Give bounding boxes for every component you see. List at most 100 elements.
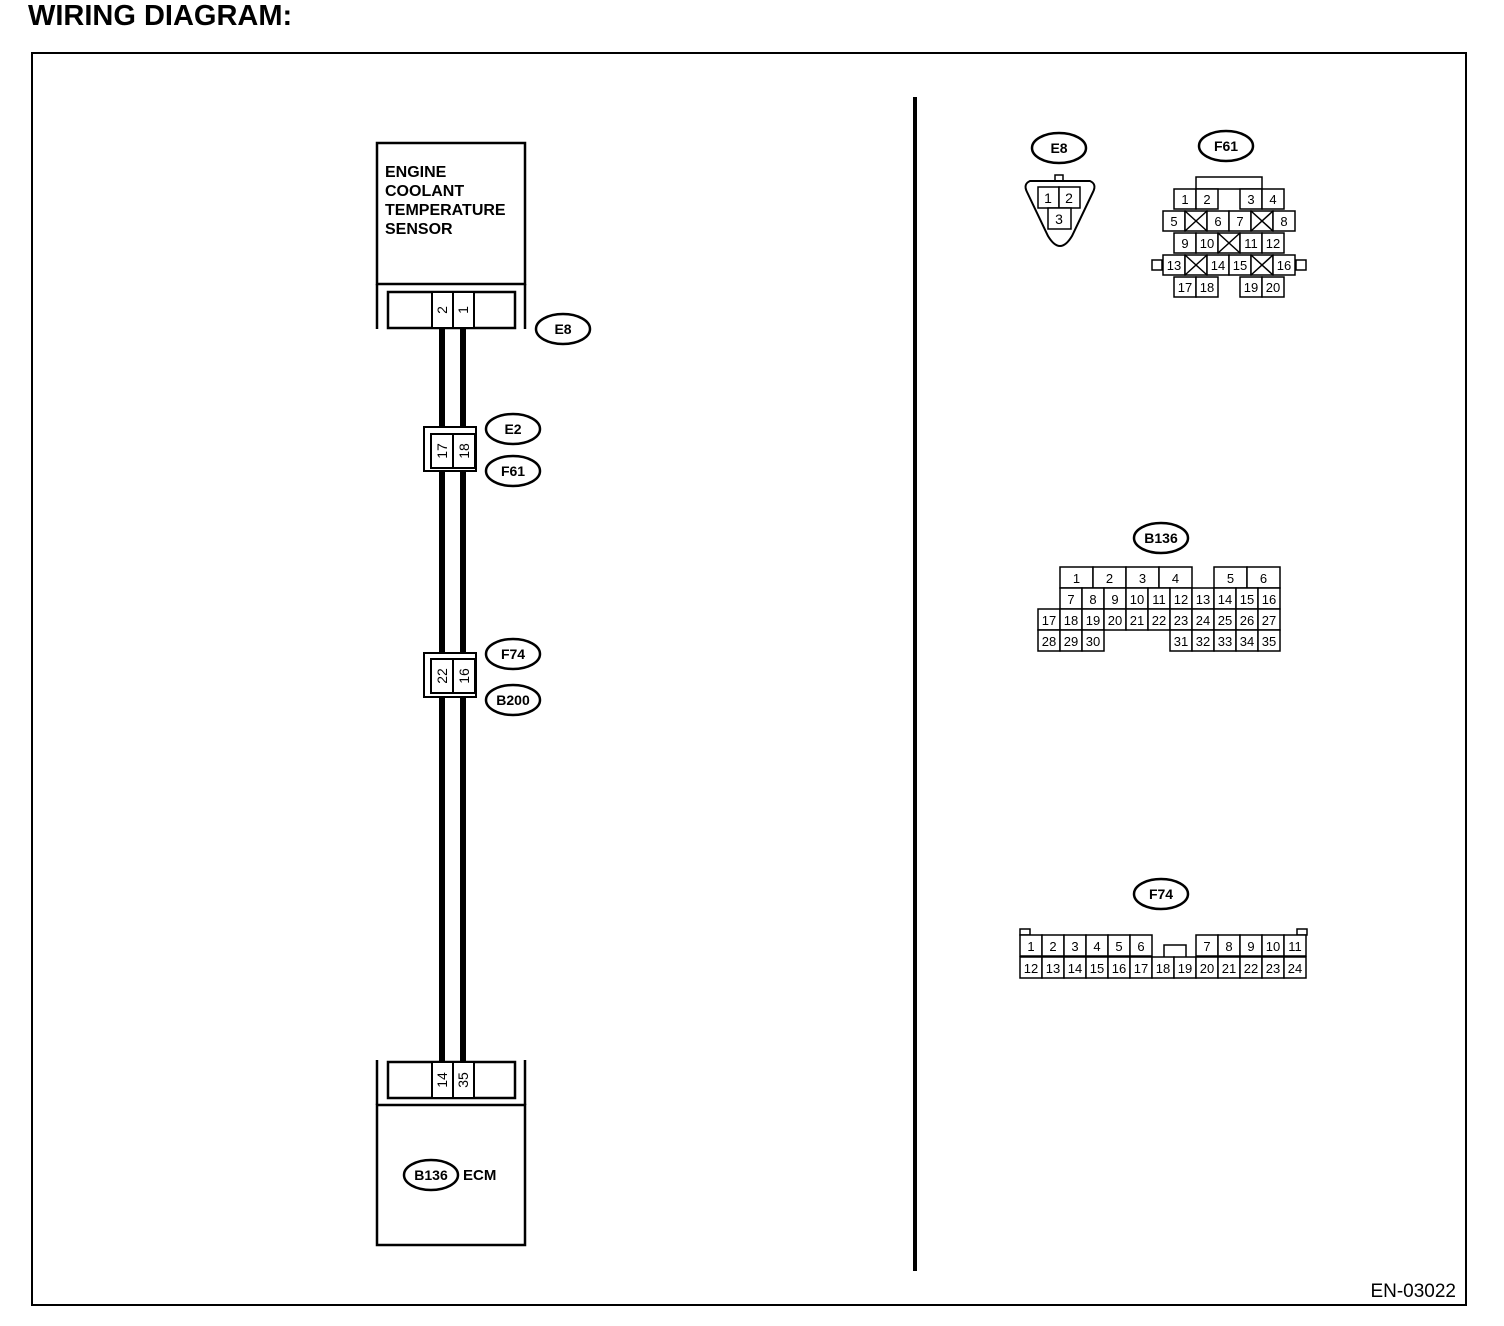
- junction-2-pin-16: 16: [456, 668, 472, 684]
- b136-view-pin: 32: [1196, 634, 1210, 649]
- f74-view-tag: [1132, 877, 1190, 911]
- sensor-label-line-1: ENGINE: [385, 164, 447, 181]
- f61-view-pin: 7: [1236, 214, 1243, 229]
- e8-connector-view: 1 2 3: [1024, 174, 1096, 248]
- b200-connector-label: B200: [496, 692, 530, 708]
- figure-code: EN-03022: [1370, 1281, 1456, 1302]
- b136-view-cell: [1081, 629, 1105, 652]
- sensor-pin-1: 1: [455, 306, 471, 314]
- f61-view-cell: [1195, 276, 1219, 298]
- f74-view-cell: [1283, 934, 1307, 957]
- b136-ecm-label: B136: [414, 1167, 448, 1183]
- f61-view-pin: 12: [1266, 236, 1280, 251]
- b136-view-pin: 11: [1152, 592, 1166, 607]
- f61-connector-tag: [484, 454, 542, 488]
- b136-view-pin: 3: [1139, 571, 1146, 586]
- junction-1-pin-17: 17: [434, 443, 450, 459]
- f61-view-cell: [1195, 188, 1219, 210]
- f74-view-pin: 22: [1244, 961, 1258, 976]
- f61-view-tag: [1197, 129, 1255, 163]
- b136-view-pin: 6: [1260, 571, 1267, 586]
- b136-view-pin: 31: [1174, 634, 1188, 649]
- f74-view-pin: 1: [1027, 939, 1034, 954]
- f61-view-cell: [1272, 210, 1296, 232]
- f74-view-pin: 20: [1200, 961, 1214, 976]
- b136-view-pin: 13: [1196, 592, 1210, 607]
- f74-connector-label: F74: [501, 646, 525, 662]
- b136-view-pin: 9: [1111, 592, 1118, 607]
- f74-view-pin: 24: [1288, 961, 1302, 976]
- b136-view-tag: [1132, 521, 1190, 555]
- b136-view-pin: 19: [1086, 613, 1100, 628]
- f74-view-pin: 15: [1090, 961, 1104, 976]
- f61-view-pin: 16: [1277, 258, 1291, 273]
- f61-view-pin: 6: [1214, 214, 1221, 229]
- f74-view-pin: 21: [1222, 961, 1236, 976]
- f61-view-pin: 5: [1170, 214, 1177, 229]
- f61-view-pin: 15: [1233, 258, 1247, 273]
- f61-view-pin: 18: [1200, 280, 1214, 295]
- ecm-unit: B136 ECM: [375, 1103, 527, 1247]
- b136-view-pin: 20: [1108, 613, 1122, 628]
- f61-view-pin: 13: [1167, 258, 1181, 273]
- f61-view-pin: 1: [1181, 192, 1188, 207]
- ecm-pin-14: 14: [434, 1072, 450, 1088]
- b136-view-pin: 21: [1130, 613, 1144, 628]
- f61-view-pin: 9: [1181, 236, 1188, 251]
- b136-view-pin: 7: [1067, 592, 1074, 607]
- b136-view-pin: 5: [1227, 571, 1234, 586]
- f61-view-pin: 8: [1280, 214, 1287, 229]
- b136-view-pin: 22: [1152, 613, 1166, 628]
- coolant-temp-sensor: ENGINE COOLANT TEMPERATURE SENSOR: [375, 141, 527, 286]
- f74-view-cell: [1283, 956, 1307, 979]
- f61-view-cell: [1261, 276, 1285, 298]
- f74-view-pin: 23: [1266, 961, 1280, 976]
- f61-view-blocked-mark: [1250, 210, 1274, 232]
- ecm-pin-35: 35: [455, 1072, 471, 1088]
- f74-view-label: F74: [1149, 886, 1173, 902]
- f74-view-pin: 2: [1049, 939, 1056, 954]
- f61-view-cell: [1261, 188, 1285, 210]
- f74-view-pin: 3: [1071, 939, 1078, 954]
- b136-view-pin: 18: [1064, 613, 1078, 628]
- f61-view-pin: 17: [1178, 280, 1192, 295]
- f61-view-blocked-mark: [1250, 254, 1274, 276]
- b136-view-pin: 26: [1240, 613, 1254, 628]
- b136-view-pin: 14: [1218, 592, 1232, 607]
- f74-view-pin: 17: [1134, 961, 1148, 976]
- junction-f74-b200: 22 16: [423, 652, 477, 698]
- b136-view-pin: 4: [1172, 571, 1179, 586]
- sensor-pin-2: 2: [434, 306, 450, 314]
- sensor-label-line-3: TEMPERATURE: [385, 202, 506, 219]
- f74-view-pin: 18: [1156, 961, 1170, 976]
- f61-view-pin: 3: [1247, 192, 1254, 207]
- f74-view-pin: 12: [1024, 961, 1038, 976]
- b136-view-pin: 35: [1262, 634, 1276, 649]
- e8-connector-label: E8: [554, 321, 571, 337]
- b136-view-pin: 23: [1174, 613, 1188, 628]
- b136-view-pin: 12: [1174, 592, 1188, 607]
- f74-view-pin: 6: [1137, 939, 1144, 954]
- ecm-connector: 14 35: [375, 1060, 527, 1105]
- e8-view-label: E8: [1050, 140, 1067, 156]
- f74-view-pin: 5: [1115, 939, 1122, 954]
- f61-view-blocked-mark: [1217, 232, 1241, 254]
- f74-view-pin: 16: [1112, 961, 1126, 976]
- f74-view-pin: 13: [1046, 961, 1060, 976]
- b136-view-pin: 29: [1064, 634, 1078, 649]
- e2-connector-label: E2: [504, 421, 521, 437]
- page-title: WIRING DIAGRAM:: [28, 0, 293, 32]
- b136-view-pin: 27: [1262, 613, 1276, 628]
- b200-connector-tag: [484, 683, 542, 717]
- b136-view-pin: 17: [1042, 613, 1056, 628]
- b136-view-pin: 28: [1042, 634, 1056, 649]
- sensor-connector: 2 1: [375, 284, 527, 330]
- f61-view-blocked-mark: [1184, 254, 1208, 276]
- e8-view-pin-1: 1: [1044, 190, 1052, 206]
- b136-view-pin: 25: [1218, 613, 1232, 628]
- junction-2-pin-22: 22: [434, 668, 450, 684]
